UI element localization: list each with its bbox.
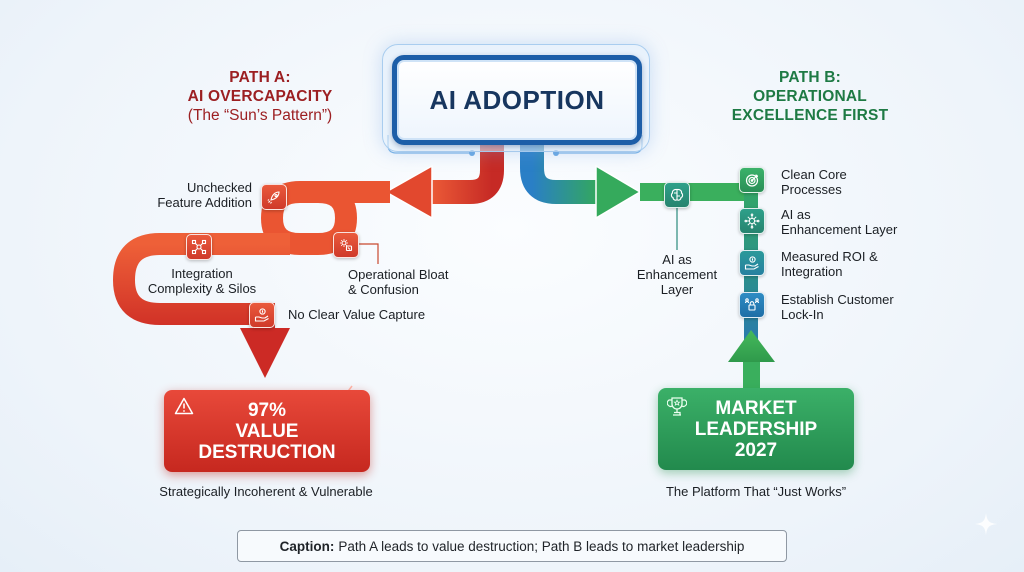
step-label-line: Layer: [660, 282, 694, 297]
step-customer-lockin-label: Establish Customer Lock-In: [781, 292, 941, 322]
ai-chip-network-icon: [739, 208, 765, 234]
outcome-b-line1: MARKET: [715, 397, 797, 419]
step-label-line: No Clear Value Capture: [288, 307, 426, 322]
brain-icon: [664, 182, 690, 208]
path-a-title: PATH A: AI OVERCAPACITY (The “Sun’s Patt…: [140, 68, 380, 125]
market-leadership-box: MARKET LEADERSHIP 2027: [658, 388, 854, 470]
warning-icon: [174, 397, 194, 415]
path-b-up-shaft: [743, 360, 760, 392]
hand-coin-icon: [249, 302, 275, 328]
path-a-curve: [112, 233, 290, 330]
step-label-line: Integration: [781, 264, 843, 279]
path-a-title-line1: PATH A:: [229, 69, 291, 86]
step-label-line: AI as: [662, 252, 692, 267]
target-icon: [739, 167, 765, 193]
hand-coin-icon: [739, 250, 765, 276]
step-label-line: & Confusion: [348, 282, 419, 297]
step-measured-roi-label: Measured ROI & Integration: [781, 249, 941, 279]
lock-people-icon: [739, 292, 765, 318]
step-integration-label: Integration Complexity & Silos: [140, 266, 264, 296]
step-label-line: Enhancement: [636, 267, 718, 282]
rocket-icon: [261, 184, 287, 210]
step-label-line: Processes: [781, 182, 842, 197]
path-a-title-line3: (The “Sun’s Pattern”): [187, 107, 333, 124]
step-label-line: Measured ROI &: [781, 249, 878, 264]
value-destruction-box: 97% VALUE DESTRUCTION: [164, 390, 370, 472]
outcome-b-line3: 2027: [734, 439, 778, 461]
path-b-title-line2: OPERATIONAL: [753, 88, 867, 105]
outcome-a-line1: 97%: [247, 399, 287, 421]
outcome-a-line3: DESTRUCTION: [198, 441, 336, 463]
path-a-arrowhead-left: [384, 164, 433, 220]
ai-adoption-title: AI ADOPTION: [429, 84, 605, 115]
step-label-line: Lock-In: [781, 307, 824, 322]
trophy-icon: [667, 397, 687, 416]
step-unchecked-feature-label: Unchecked Feature Addition: [130, 180, 252, 210]
caption-box: Caption: Path A leads to value destructi…: [237, 530, 787, 562]
path-a-arrowhead-down: [240, 328, 290, 378]
outcome-b-subtitle: The Platform That “Just Works”: [665, 484, 847, 499]
path-a-title-line2: AI OVERCAPACITY: [187, 88, 333, 105]
step-label-line: Establish Customer: [781, 292, 894, 307]
ai-adoption-box: AI ADOPTION: [392, 55, 642, 145]
step-label-line: Clean Core: [781, 167, 847, 182]
step-label-line: Feature Addition: [157, 195, 252, 210]
step-label-line: Enhancement Layer: [781, 222, 898, 237]
network-nodes-icon: [186, 234, 212, 260]
branch-step-label: AI as Enhancement Layer: [626, 252, 728, 297]
path-b-stem: [520, 140, 600, 204]
sparkle-icon: [975, 513, 997, 535]
step-label-line: Operational Bloat: [348, 267, 449, 282]
step-clean-core-label: Clean Core Processes: [781, 167, 941, 197]
step-label-line: Complexity & Silos: [147, 281, 257, 296]
caption-label: Caption:: [279, 538, 335, 554]
path-b-arrowhead-right: [595, 164, 642, 220]
step-label-line: Integration: [171, 266, 233, 281]
caption-text: Path A leads to value destruction; Path …: [338, 538, 745, 554]
step-label-line: AI as: [781, 207, 811, 222]
outcome-a-line2: VALUE: [235, 420, 299, 442]
step-operational-bloat-label: Operational Bloat & Confusion: [348, 267, 488, 297]
path-b-title-line1: PATH B:: [779, 69, 841, 86]
path-b-title-line3: EXCELLENCE FIRST: [731, 107, 889, 124]
step-ai-enhancement-label: AI as Enhancement Layer: [781, 207, 941, 237]
path-b-title: PATH B: OPERATIONAL EXCELLENCE FIRST: [680, 68, 940, 125]
step-label-line: Unchecked: [186, 180, 252, 195]
path-b-arrowhead-up: [728, 330, 775, 362]
bloat-leader-line: [355, 243, 379, 264]
step-no-value-capture-label: No Clear Value Capture: [288, 307, 468, 322]
gear-window-icon: [333, 232, 359, 258]
outcome-a-subtitle: Strategically Incoherent & Vulnerable: [159, 484, 373, 499]
outcome-b-line2: LEADERSHIP: [694, 418, 818, 440]
path-a-stem: [430, 140, 504, 204]
